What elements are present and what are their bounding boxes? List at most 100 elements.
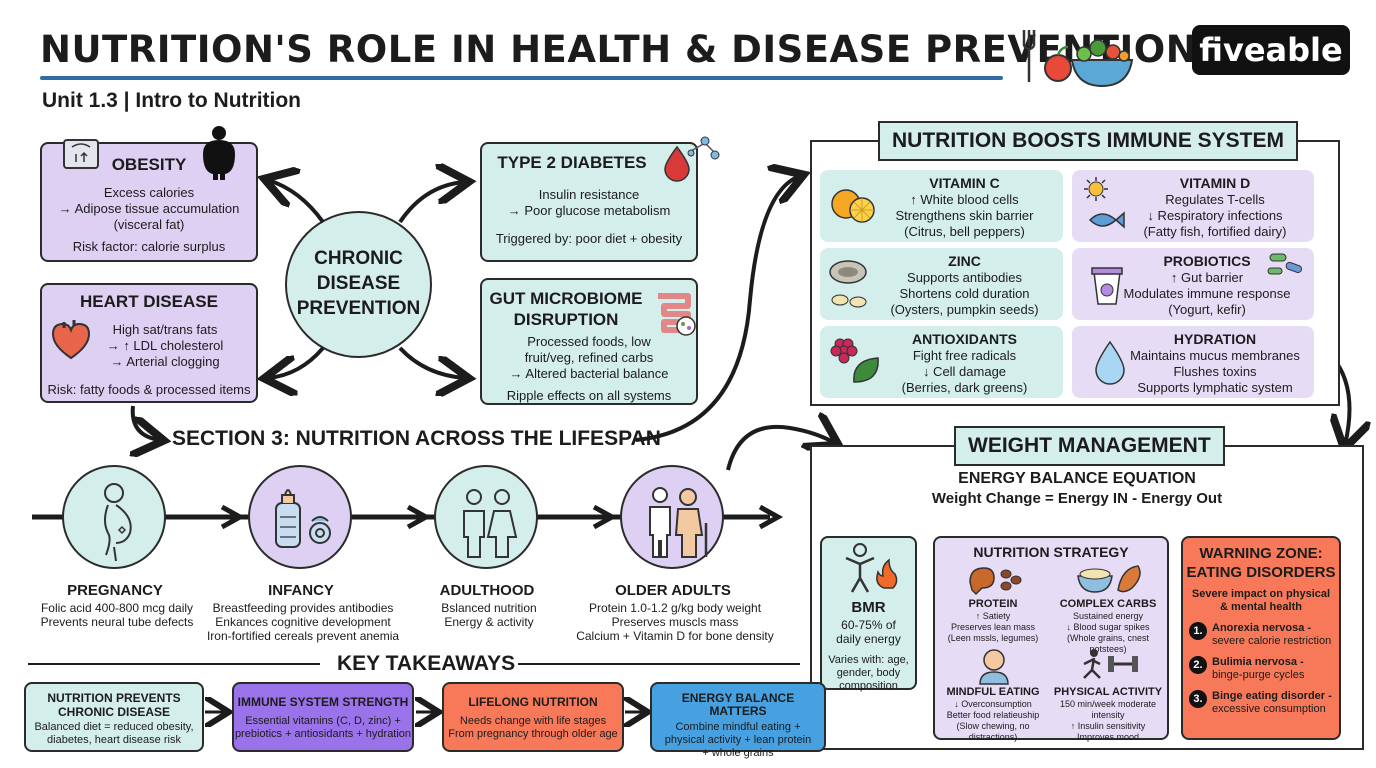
carbs-line: (Whole grains, cnest potstees) xyxy=(1066,633,1150,654)
bmr-card: BMR 60-75% of daily energy Varies with: … xyxy=(820,536,917,692)
warning-item-desc: binge-purge cycles xyxy=(1212,669,1305,681)
heart-line: → Arterial clogging xyxy=(110,354,220,369)
carbs-line: ↓ Blood sugar spikes xyxy=(1066,622,1150,632)
heart-risk: Risk: fatty foods & processed items xyxy=(47,382,251,397)
warning-intro: Severe impact on physical xyxy=(1191,588,1331,600)
warning-title: WARNING ZONE: xyxy=(1199,545,1323,562)
pregnancy-line: Folic acid 400-800 mcg daily xyxy=(40,601,194,615)
pregnancy-title: PREGNANCY xyxy=(67,582,163,599)
heart-line: High sat/trans fats xyxy=(112,322,218,337)
mindful-eating-block: MINDFUL EATING ↓ Overconsumption Better … xyxy=(936,686,1050,743)
takeaway-title: IMMUNE SYSTEM STRENGTH xyxy=(237,695,409,709)
adulthood-circle xyxy=(434,465,538,569)
diabetes-card: TYPE 2 DIABETES Insulin resistance → Poo… xyxy=(480,142,698,262)
berries-leaf-icon xyxy=(830,338,879,383)
older-adults-circle xyxy=(620,465,724,569)
infancy-text: Breastfeeding provides antibodies Enkanc… xyxy=(183,601,423,643)
obesity-line: Excess calories xyxy=(103,185,195,200)
page-subtitle: Unit 1.3 | Intro to Nutrition xyxy=(42,89,302,112)
probiotics-line: (Yogurt, kefir) xyxy=(1168,302,1246,317)
takeaway-card: IMMUNE SYSTEM STRENGTH Essential vitamin… xyxy=(232,682,414,752)
heart-title: HEART DISEASE xyxy=(80,292,218,311)
bmr-line: daily energy xyxy=(836,632,901,646)
vitamin-c-line: Strengthens skin barrier xyxy=(895,208,1034,223)
takeaway-line: Needs change with life stages xyxy=(459,715,607,727)
bmr-varies: Varies with: age, xyxy=(828,654,909,666)
older-adults-text: Protein 1.0-1.2 g/kg body weight Preserv… xyxy=(555,601,795,643)
activity-line: ↑ Insulin sensitivity xyxy=(1070,721,1146,731)
citrus-icon xyxy=(831,189,875,223)
center-line-1: CHRONIC xyxy=(314,248,403,269)
gut-line: → Altered bacterial balance xyxy=(509,366,669,381)
probiotics-line: Modulates immune response xyxy=(1123,286,1291,301)
heart-icon xyxy=(51,320,91,360)
warning-item-name: Bulimia nervosa - xyxy=(1212,656,1304,668)
warning-item: 2. Bulimia nervosa - binge-purge cycles xyxy=(1189,656,1339,682)
complex-carbs-block: COMPLEX CARBS Sustained energy ↓ Blood s… xyxy=(1049,598,1167,655)
lifespan-heading: SECTION 3: NUTRITION ACROSS THE LIFESPAN xyxy=(172,427,661,450)
zinc-title: ZINC xyxy=(948,253,981,269)
takeaway-card: LIFELONG NUTRITION Needs change with lif… xyxy=(442,682,624,752)
gut-title-1: GUT MICROBIOME xyxy=(489,289,643,308)
grains-icon xyxy=(1077,565,1141,593)
brand-logo[interactable]: fiveable xyxy=(1192,25,1350,75)
heart-line: → ↑ LDL cholesterol xyxy=(106,338,224,353)
obesity-line: (visceral fat) xyxy=(113,217,185,232)
protein-block: PROTEIN ↑ Satiety Preserves lean mass (L… xyxy=(936,598,1050,644)
takeaway-line: + whole grains xyxy=(702,747,774,759)
warning-title: EATING DISORDERS xyxy=(1186,564,1336,581)
gut-line: Processed foods, low xyxy=(527,334,651,349)
infancy-line: Breastfeeding provides antibodies xyxy=(212,601,394,615)
protein-line: (Leen mssls, legumes) xyxy=(947,633,1039,643)
immune-heading: NUTRITION BOOSTS IMMUNE SYSTEM xyxy=(878,121,1299,161)
zinc-line: Supports antibodies xyxy=(907,270,1022,285)
person-icon xyxy=(203,126,235,180)
takeaway-line: physical activity + lean protein xyxy=(664,734,812,746)
warning-number: 2. xyxy=(1189,656,1207,674)
gut-note: Ripple effects on all systems xyxy=(506,388,672,403)
warning-number: 3. xyxy=(1189,690,1207,708)
probiotics-line: ↑ Gut barrier xyxy=(1170,270,1244,285)
diabetes-line: → Poor glucose metabolism xyxy=(507,203,671,218)
pregnancy-icon xyxy=(104,483,132,562)
takeaway-title: LIFELONG NUTRITION xyxy=(468,695,598,709)
hydration-line: Flushes toxins xyxy=(1173,364,1257,379)
pregnancy-circle xyxy=(62,465,166,569)
protein-food-icon xyxy=(969,567,1022,596)
gut-card: GUT MICROBIOME DISRUPTION Processed food… xyxy=(480,278,698,405)
vitamin-d-card: VITAMIN D Regulates T-cells ↓ Respirator… xyxy=(1072,170,1314,242)
gut-title-2: DISRUPTION xyxy=(513,310,619,329)
vitamin-d-line: Regulates T-cells xyxy=(1165,192,1265,207)
elderly-icon xyxy=(649,487,708,558)
physical-activity-block: PHYSICAL ACTIVITY 150 min/week moderate … xyxy=(1049,686,1167,743)
vitamin-c-line: (Citrus, bell peppers) xyxy=(904,224,1025,239)
protein-title: PROTEIN xyxy=(968,598,1018,610)
older-adults-line: Calcium + Vitamin D for bone density xyxy=(576,629,774,643)
yogurt-icon xyxy=(1091,267,1123,305)
adulthood-line: Energy & activity xyxy=(444,615,534,629)
vitamin-c-card: VITAMIN C ↑ White blood cells Strengthen… xyxy=(820,170,1063,242)
activity-title: PHYSICAL ACTIVITY xyxy=(1053,686,1163,698)
intestine-icon xyxy=(658,293,696,336)
takeaway-card: ENERGY BALANCE MATTERS Combine mindful e… xyxy=(650,682,826,759)
center-line-2: DISEASE xyxy=(316,273,401,294)
warning-item: 3. Binge eating disorder - excessive con… xyxy=(1189,690,1339,716)
title-underline xyxy=(40,76,1003,80)
warning-zone-card: WARNING ZONE: EATING DISORDERS Severe im… xyxy=(1181,536,1341,740)
infancy-title: INFANCY xyxy=(268,582,334,599)
mindful-title: MINDFUL EATING xyxy=(946,686,1040,698)
warning-intro: & mental health xyxy=(1220,601,1302,613)
warning-item-desc: severe calorie restriction xyxy=(1212,635,1332,647)
takeaway-title: NUTRITION PREVENTS xyxy=(47,691,181,705)
chronic-center-circle: CHRONIC DISEASE PREVENTION xyxy=(285,211,432,358)
diabetes-title: TYPE 2 DIABETES xyxy=(497,153,647,172)
page-title: NUTRITION'S ROLE IN HEALTH & DISEASE PRE… xyxy=(40,28,1198,71)
mindful-person-icon xyxy=(979,649,1009,685)
food-bowl-icon xyxy=(1022,30,1134,88)
vitamin-d-title: VITAMIN D xyxy=(1179,175,1251,191)
brand-name: fiveable xyxy=(1199,31,1343,69)
antioxidants-title: ANTIOXIDANTS xyxy=(912,331,1017,347)
vitamin-d-line: ↓ Respiratory infections xyxy=(1147,208,1283,223)
antioxidants-line: (Berries, dark greens) xyxy=(901,380,1028,395)
hydration-title: HYDRATION xyxy=(1173,331,1257,347)
